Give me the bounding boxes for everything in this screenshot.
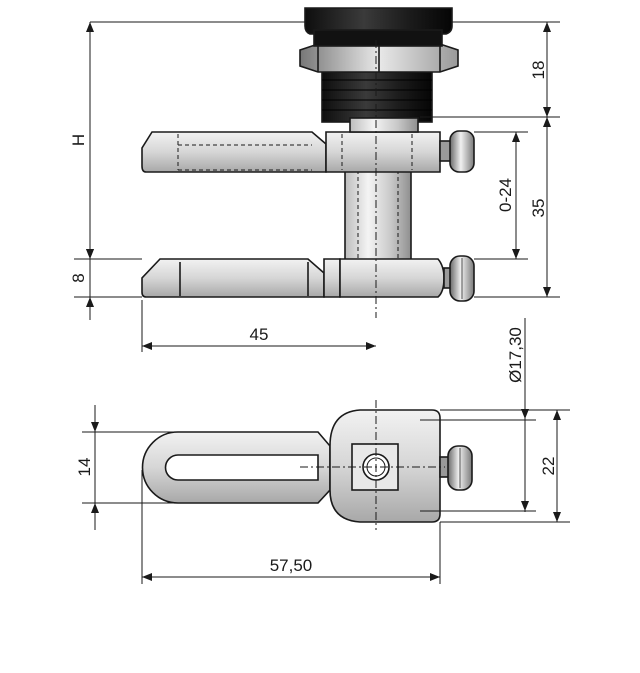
barrel bbox=[321, 69, 433, 123]
dim-cam-offset: 35 bbox=[529, 199, 548, 218]
dim-cam-length-top: 57,50 bbox=[270, 556, 313, 575]
top-screw bbox=[439, 445, 473, 491]
hex-nut bbox=[299, 43, 459, 73]
upper-screw bbox=[439, 130, 475, 173]
dim-top-cap: 18 bbox=[529, 61, 548, 80]
collar bbox=[349, 117, 419, 133]
dim-cam-width: 14 bbox=[75, 458, 94, 477]
top-view bbox=[141, 400, 473, 530]
upper-cam bbox=[141, 131, 441, 173]
side-view bbox=[141, 7, 475, 318]
dim-flange-width: 22 bbox=[539, 457, 558, 476]
dim-cam-thickness: 8 bbox=[69, 273, 88, 282]
dim-diameter: Ø17,30 bbox=[506, 327, 525, 383]
side-dimensions: H 8 18 35 0-24 45 bbox=[69, 21, 560, 352]
lower-screw bbox=[443, 255, 475, 302]
dim-adjust-range: 0-24 bbox=[496, 178, 515, 212]
knob-cap bbox=[304, 7, 453, 47]
dim-height-label: H bbox=[69, 134, 88, 146]
lower-cam bbox=[141, 258, 445, 298]
top-dimensions: Ø17,30 22 14 57,50 bbox=[75, 318, 570, 584]
shaft bbox=[344, 169, 412, 261]
dim-cam-length-side: 45 bbox=[250, 325, 269, 344]
